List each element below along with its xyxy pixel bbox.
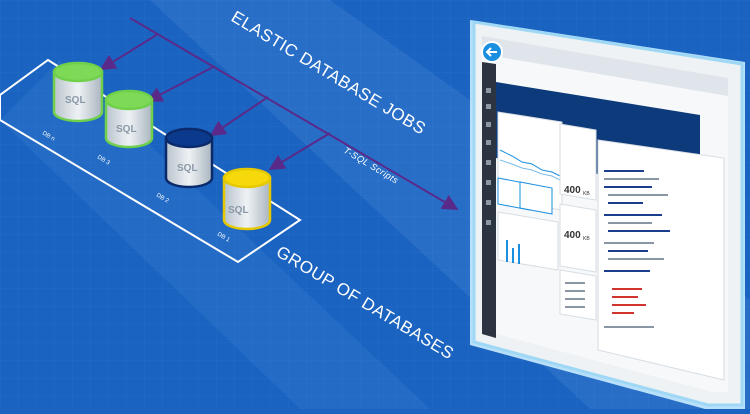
list-panel xyxy=(560,270,596,320)
stat-box-2 xyxy=(520,182,552,214)
db-2-badge: SQL xyxy=(177,163,198,174)
db-n-badge: SQL xyxy=(65,95,86,106)
tile-1-unit: KB xyxy=(583,191,590,197)
tile-2-value: 400 xyxy=(564,230,581,241)
tile-1-value: 400 xyxy=(564,185,581,196)
tile-2-unit: KB xyxy=(583,236,590,242)
monitor: 400 KB 400 KB xyxy=(470,20,745,409)
db-3-badge: SQL xyxy=(116,124,137,135)
db-1-badge: SQL xyxy=(228,205,249,216)
